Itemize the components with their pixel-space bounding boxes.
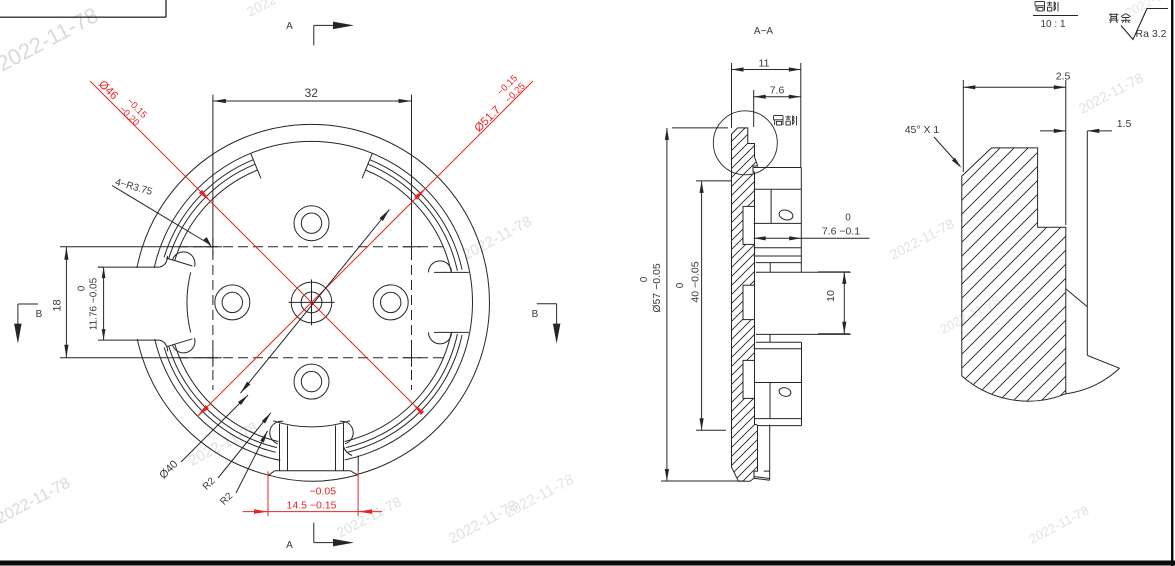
svg-text:11.76 −0.05: 11.76 −0.05 [89,277,100,330]
svg-text:Ra 3.2: Ra 3.2 [1136,28,1167,40]
svg-text:0: 0 [77,285,88,291]
svg-text:A−A: A−A [754,26,774,37]
svg-text:45° X 1: 45° X 1 [905,124,940,136]
svg-text:18: 18 [52,299,64,311]
svg-text:32: 32 [305,86,319,100]
svg-text:0: 0 [639,276,650,282]
svg-text:A: A [286,540,293,551]
svg-text:10 : 1: 10 : 1 [1040,19,1065,30]
svg-text:14.5 −0.15: 14.5 −0.15 [287,500,337,512]
svg-text:11: 11 [759,58,770,70]
svg-text:10: 10 [825,290,837,302]
svg-text:−0.05: −0.05 [310,486,337,498]
svg-text:2.5: 2.5 [1056,71,1071,83]
svg-text:7.6: 7.6 [770,85,785,97]
svg-text:0: 0 [675,282,686,288]
svg-text:A: A [286,21,293,32]
svg-text:0: 0 [845,213,851,224]
svg-text:7.6 −0.1: 7.6 −0.1 [822,225,860,237]
svg-text:1.5: 1.5 [1117,118,1132,130]
svg-text:B: B [36,309,43,320]
svg-text:Ø57 −0.05: Ø57 −0.05 [651,263,663,312]
svg-text:40 −0.05: 40 −0.05 [690,261,702,302]
svg-text:B: B [532,309,539,320]
